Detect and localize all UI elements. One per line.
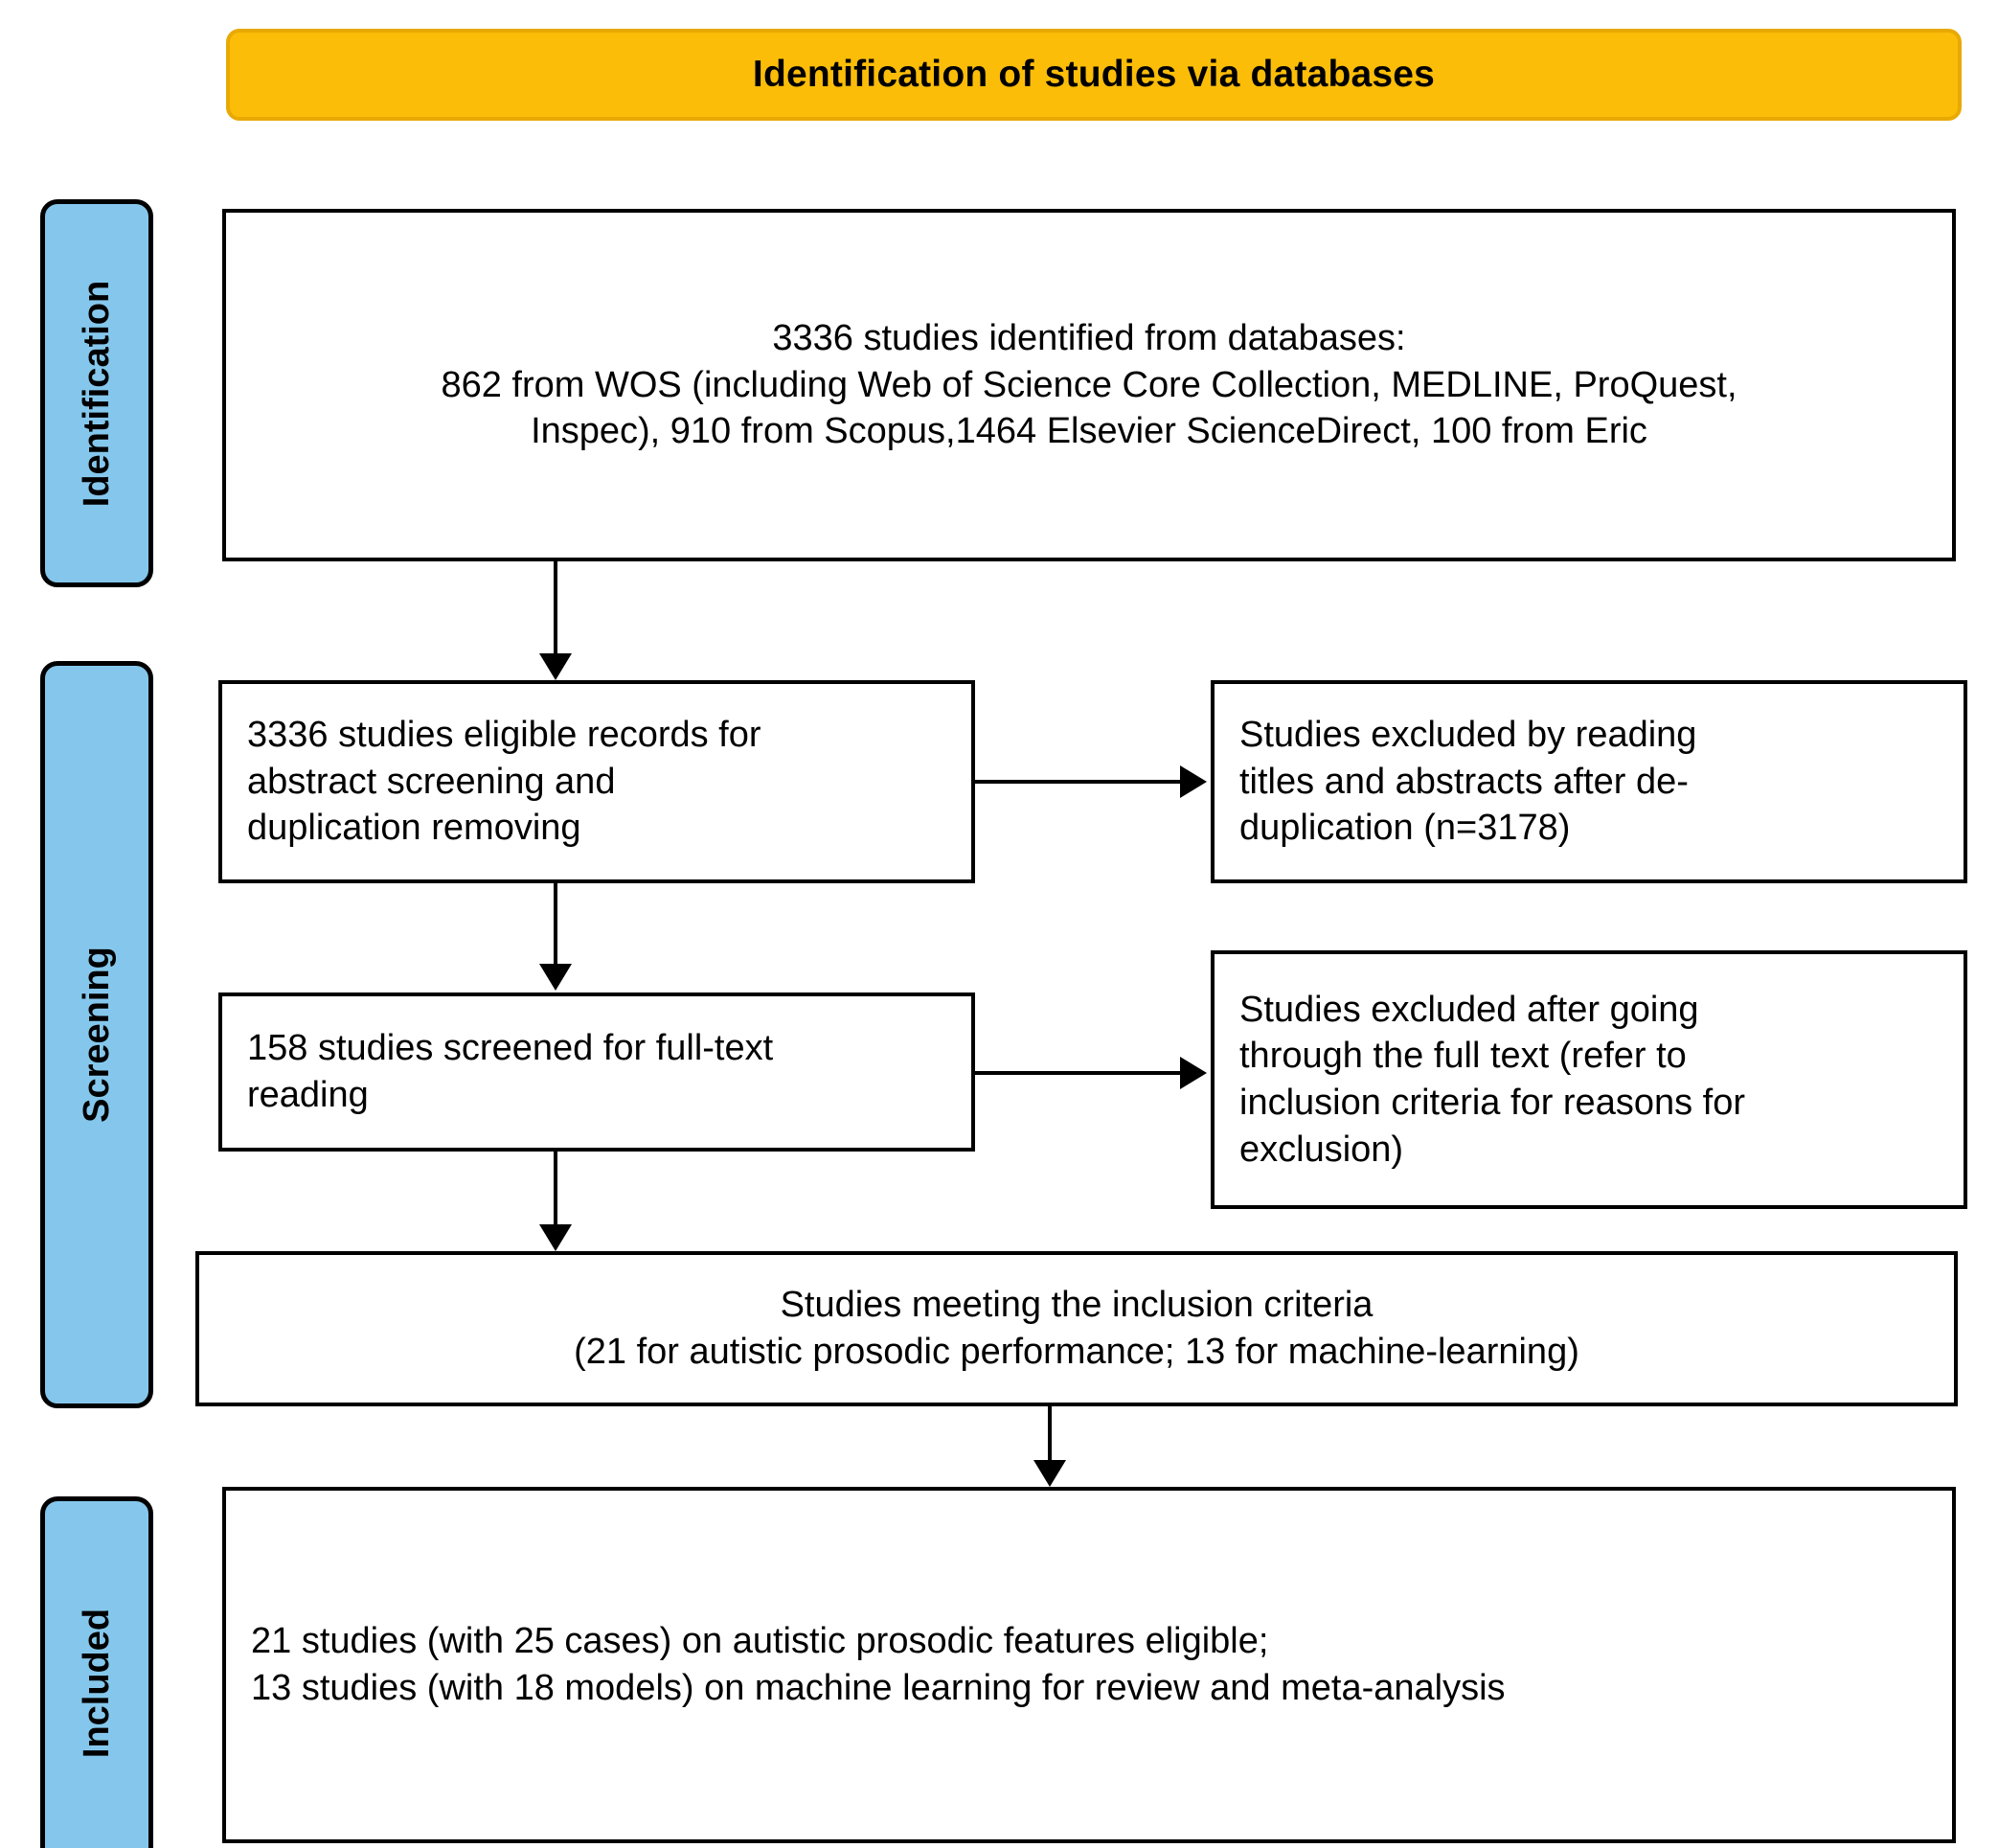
box-studies-meeting-inclusion-criteria-text: Studies meeting the inclusion criteria (…: [574, 1285, 1579, 1372]
box-studies-excluded-titles-abstracts: Studies excluded by reading titles and a…: [1211, 680, 1967, 883]
diagram-header-banner: Identification of studies via databases: [226, 29, 1962, 121]
connector-eligible-to-excluded1-line: [975, 780, 1180, 784]
box-studies-screened-fulltext: 158 studies screened for full-text readi…: [218, 992, 975, 1152]
connector-eligible-to-fulltext-arrow-icon: [539, 964, 572, 991]
stage-label-included-text: Included: [77, 1608, 118, 1759]
diagram-title: Identification of studies via databases: [752, 54, 1436, 95]
connector-eligible-to-fulltext-line: [554, 883, 557, 966]
box-studies-excluded-fulltext: Studies excluded after going through the…: [1211, 950, 1967, 1209]
box-eligible-records: 3336 studies eligible records for abstra…: [218, 680, 975, 883]
stage-label-identification: Identification: [40, 199, 153, 587]
connector-fulltext-to-meeting-line: [554, 1152, 557, 1226]
box-studies-meeting-inclusion-criteria: Studies meeting the inclusion criteria (…: [195, 1251, 1958, 1406]
stage-label-included: Included: [40, 1496, 153, 1848]
connector-fulltext-to-excluded2-arrow-icon: [1180, 1057, 1207, 1089]
connector-fulltext-to-meeting-arrow-icon: [539, 1224, 572, 1251]
box-studies-screened-fulltext-text: 158 studies screened for full-text readi…: [247, 1028, 774, 1115]
connector-identified-to-eligible-line: [554, 561, 557, 655]
connector-meeting-to-included-line: [1048, 1406, 1052, 1462]
box-studies-included: 21 studies (with 25 cases) on autistic p…: [222, 1487, 1956, 1843]
box-studies-identified: 3336 studies identified from databases: …: [222, 209, 1956, 561]
connector-identified-to-eligible-arrow-icon: [539, 653, 572, 680]
stage-label-screening-text: Screening: [77, 947, 118, 1123]
box-studies-identified-text: 3336 studies identified from databases: …: [441, 318, 1737, 452]
box-studies-excluded-titles-abstracts-text: Studies excluded by reading titles and a…: [1239, 715, 1697, 849]
stage-label-identification-text: Identification: [77, 280, 118, 507]
connector-meeting-to-included-arrow-icon: [1033, 1460, 1066, 1487]
box-eligible-records-text: 3336 studies eligible records for abstra…: [247, 715, 761, 849]
stage-label-screening: Screening: [40, 661, 153, 1408]
connector-fulltext-to-excluded2-line: [975, 1071, 1180, 1075]
box-studies-excluded-fulltext-text: Studies excluded after going through the…: [1239, 989, 1745, 1170]
connector-eligible-to-excluded1-arrow-icon: [1180, 765, 1207, 798]
box-studies-included-text: 21 studies (with 25 cases) on autistic p…: [251, 1621, 1506, 1708]
